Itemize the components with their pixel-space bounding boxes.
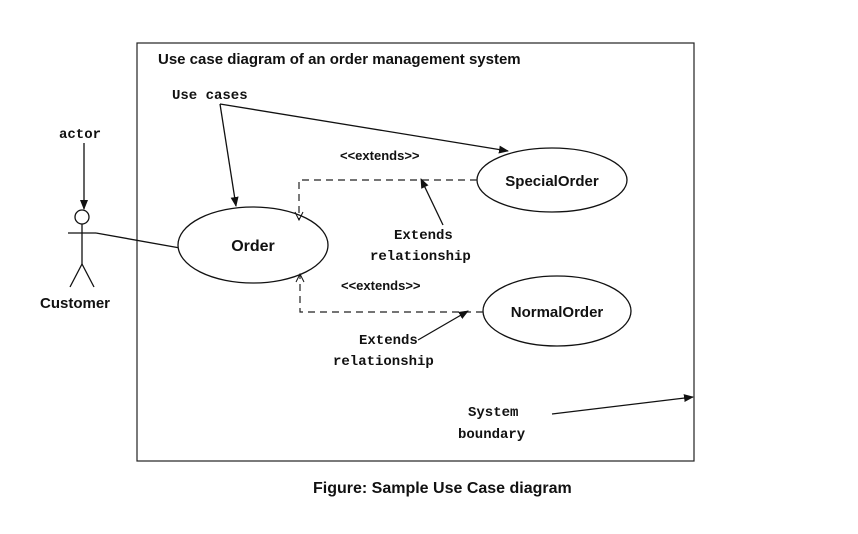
extends-rel-1-line1: Extends [394, 228, 453, 244]
special-order-label: SpecialOrder [505, 173, 599, 190]
normal-order-ellipse [482, 275, 632, 347]
use-case-special-order: SpecialOrder [476, 147, 628, 213]
system-boundary-label-line2: boundary [458, 427, 526, 443]
actor-left-leg [69, 263, 83, 288]
actor-stick-figure [68, 209, 96, 288]
system-boundary-label-line1: System [468, 405, 518, 421]
actor-head [74, 209, 90, 225]
use-cases-arrow-special [219, 103, 509, 154]
actor-right-leg [81, 263, 95, 288]
figure-caption: Figure: Sample Use Case diagram [313, 480, 572, 497]
extends-rel-arrow-2 [417, 310, 469, 341]
system-boundary [136, 42, 695, 462]
actor-label: actor [59, 127, 101, 143]
boundary-title: Use case diagram of an order management … [158, 51, 521, 68]
association-line [95, 232, 181, 249]
use-case-order: Order [177, 206, 329, 284]
normal-order-label: NormalOrder [511, 304, 604, 321]
extends-connector-special [299, 179, 477, 220]
extends-rel-2-line2: relationship [333, 354, 434, 370]
use-case-normal-order: NormalOrder [482, 275, 632, 347]
system-boundary-arrow [551, 394, 694, 415]
order-label: Order [231, 238, 275, 255]
use-cases-label: Use cases [172, 88, 248, 104]
order-ellipse [177, 206, 329, 284]
actor-name: Customer [40, 295, 110, 312]
extends-label-bottom: <<extends>> [341, 278, 421, 293]
use-cases-arrow-order [219, 103, 239, 207]
extends-connector-normal [300, 274, 483, 313]
extends-rel-2-line1: Extends [359, 333, 418, 349]
extends-label-top: <<extends>> [340, 148, 420, 163]
extends-rel-1-line2: relationship [370, 249, 471, 265]
extends-rel-arrow-1 [420, 178, 444, 226]
